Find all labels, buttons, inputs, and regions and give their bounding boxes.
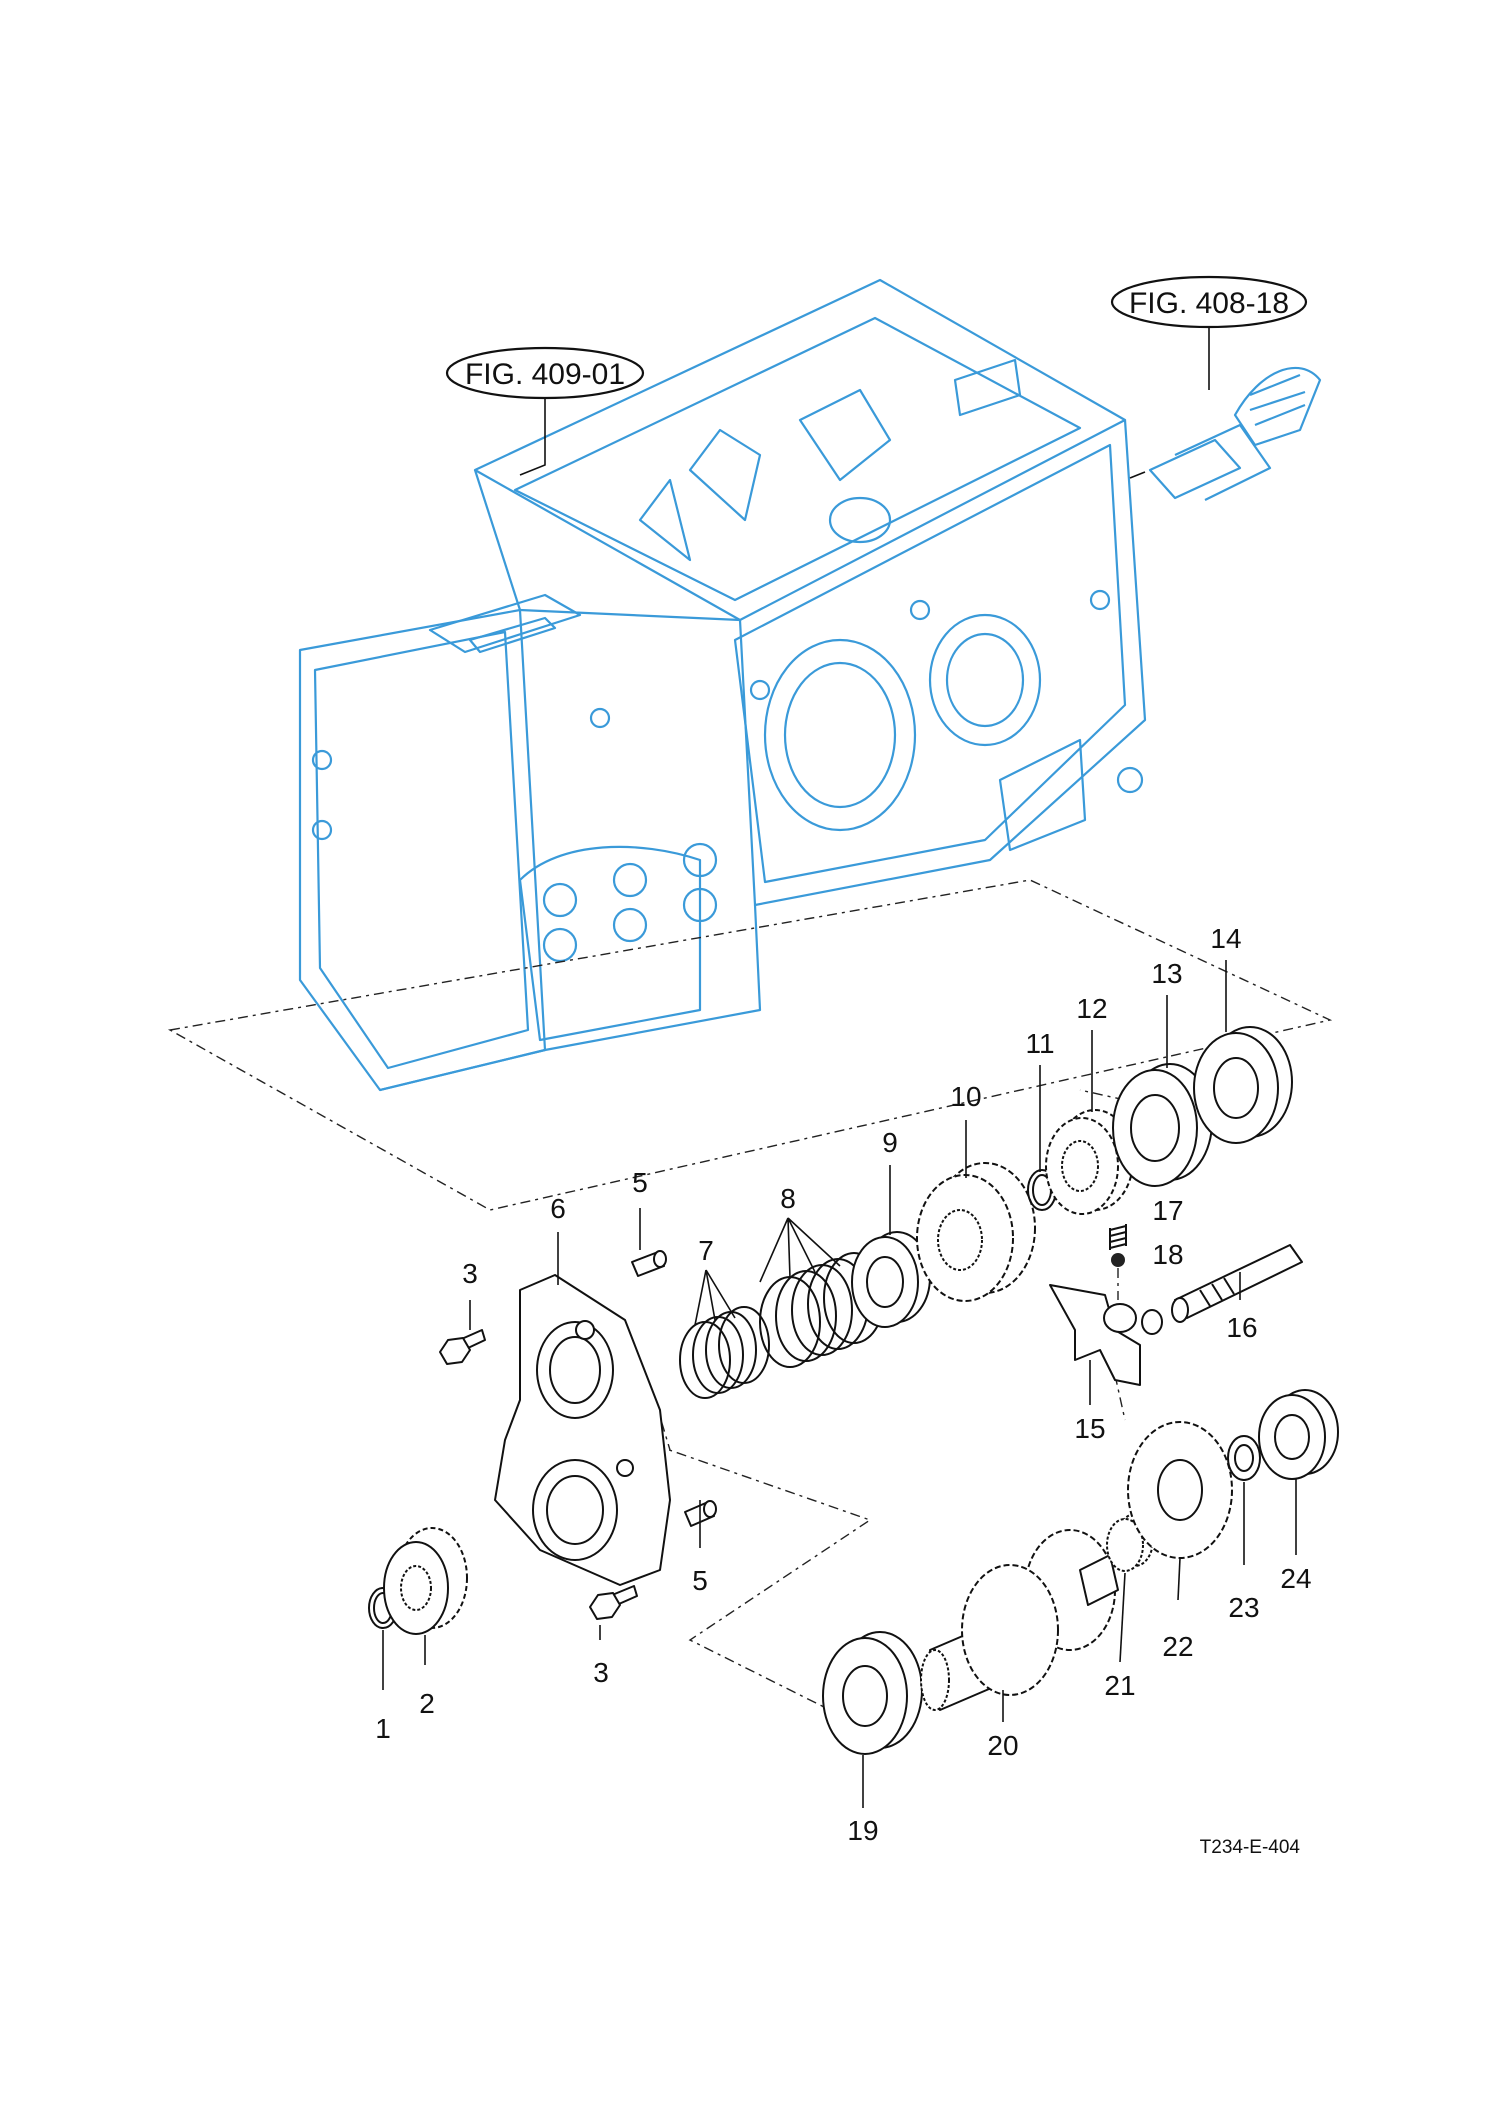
callout-21: 21 bbox=[1104, 1670, 1135, 1701]
part-18-ball bbox=[1111, 1253, 1125, 1300]
part-20-gear-shaft bbox=[920, 1529, 1119, 1711]
reference-fig-408: FIG. 408-18 bbox=[1110, 275, 1308, 390]
callout-9: 9 bbox=[882, 1127, 898, 1158]
part-2-gear bbox=[383, 1527, 468, 1635]
part-9-bearing bbox=[851, 1231, 931, 1328]
callout-11: 11 bbox=[1025, 1028, 1054, 1059]
part-24-bearing bbox=[1258, 1389, 1339, 1480]
callout-17: 17 bbox=[1152, 1195, 1183, 1226]
callout-16: 16 bbox=[1226, 1312, 1257, 1343]
pinion-leader bbox=[1129, 471, 1146, 479]
part-17-spring bbox=[1109, 1224, 1127, 1250]
part-22-gear bbox=[1127, 1421, 1233, 1559]
drawing-code: T234-E-404 bbox=[1200, 1837, 1301, 1858]
fig-408-label: FIG. 408-18 bbox=[1129, 287, 1289, 320]
part-3-bolt-lower bbox=[589, 1585, 638, 1620]
callout-3-lower: 3 bbox=[593, 1657, 609, 1688]
reference-fig-409: FIG. 409-01 bbox=[445, 346, 645, 476]
part-6-housing bbox=[494, 1274, 671, 1586]
part-23-washer bbox=[1227, 1435, 1261, 1481]
callout-24: 24 bbox=[1280, 1563, 1311, 1594]
callout-20: 20 bbox=[987, 1730, 1018, 1761]
part-13-bearing bbox=[1112, 1063, 1213, 1187]
part-16-shift-rod bbox=[1171, 1244, 1303, 1323]
part-15-shift-fork bbox=[1049, 1284, 1163, 1386]
part-3-bolt-upper bbox=[439, 1329, 486, 1365]
callout-23: 23 bbox=[1228, 1592, 1259, 1623]
part-7-springs bbox=[679, 1306, 770, 1399]
callout-5-upper: 5 bbox=[632, 1167, 648, 1198]
callout-12: 12 bbox=[1076, 993, 1107, 1024]
callout-3-upper: 3 bbox=[462, 1258, 478, 1289]
callout-2: 2 bbox=[419, 1688, 435, 1719]
callout-leaders bbox=[382, 960, 1297, 1808]
callout-7: 7 bbox=[698, 1235, 714, 1266]
callout-8: 8 bbox=[780, 1183, 796, 1214]
part-14-bearing bbox=[1193, 1026, 1293, 1144]
fig-409-label: FIG. 409-01 bbox=[465, 358, 625, 391]
callout-22: 22 bbox=[1162, 1631, 1193, 1662]
callout-14: 14 bbox=[1210, 923, 1241, 954]
callout-1: 1 bbox=[375, 1713, 391, 1744]
callout-15: 15 bbox=[1074, 1413, 1105, 1444]
callout-labels: 1 2 3 3 5 5 6 7 8 9 10 11 12 13 14 15 16… bbox=[375, 923, 1311, 1846]
callout-18: 18 bbox=[1152, 1239, 1183, 1270]
callout-19: 19 bbox=[847, 1815, 878, 1846]
part-10-gear bbox=[916, 1162, 1036, 1302]
transmission-case-outline bbox=[298, 278, 1147, 1092]
part-5-pin-upper bbox=[631, 1250, 667, 1277]
callout-13: 13 bbox=[1151, 958, 1182, 989]
callout-6: 6 bbox=[550, 1193, 566, 1224]
pinion-shaft-outline bbox=[1148, 366, 1322, 501]
part-19-bearing bbox=[822, 1631, 923, 1755]
callout-5-lower: 5 bbox=[692, 1565, 708, 1596]
callout-10: 10 bbox=[950, 1081, 981, 1112]
